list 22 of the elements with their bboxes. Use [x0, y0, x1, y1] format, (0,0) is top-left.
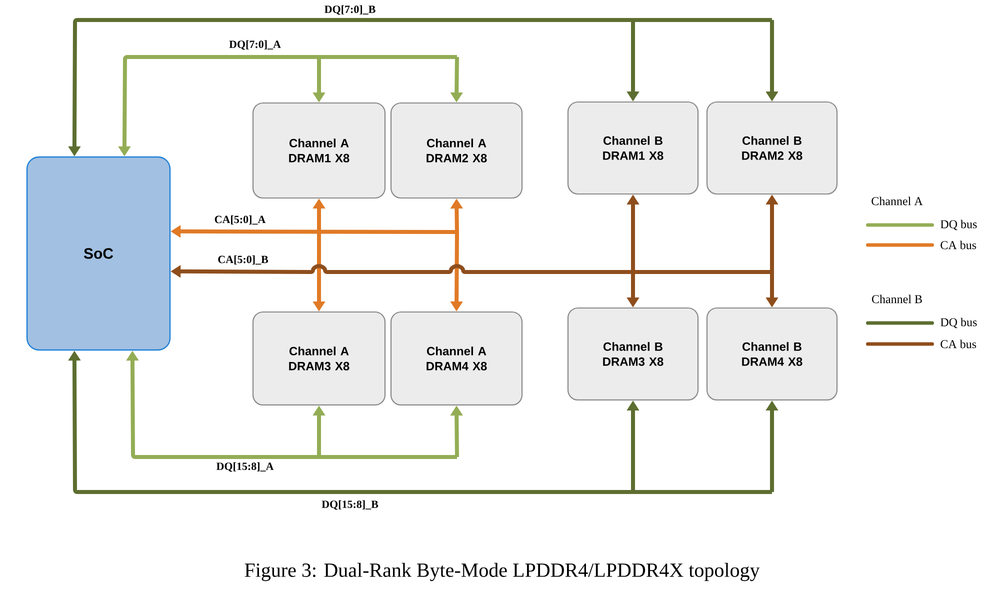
- bus-label: DQ[7:0]_B: [323, 4, 377, 16]
- legend-label: CA bus: [940, 240, 976, 250]
- bus-label: DQ[7:0]_A: [228, 39, 282, 51]
- dram-box: Channel A DRAM3 X8: [252, 311, 386, 406]
- dram-box: Channel A DRAM2 X8: [390, 102, 523, 199]
- legend-heading: Channel B: [872, 294, 922, 304]
- dram-box: Channel B DRAM2 X8: [706, 101, 838, 195]
- legend-label: DQ bus: [940, 220, 977, 230]
- legend-heading: Channel A: [872, 196, 923, 206]
- dram-box: Channel A DRAM1 X8: [252, 102, 386, 199]
- figure-caption: Figure 3: Dual-Rank Byte-Mode LPDDR4/LPDDR4X topology: [244, 562, 760, 582]
- bus-label: CA[5:0]_B: [216, 254, 270, 266]
- dram-box: Channel B DRAM3 X8: [567, 307, 699, 401]
- bus-label: CA[5:0]_A: [213, 214, 267, 226]
- dram-box: Channel B DRAM4 X8: [706, 307, 838, 401]
- dram-box: Channel A DRAM4 X8: [390, 311, 523, 406]
- bus-label: DQ[15:8]_A: [215, 461, 275, 473]
- dram-box: Channel B DRAM1 X8: [567, 101, 699, 195]
- bus-label: DQ[15:8]_B: [320, 499, 380, 511]
- legend-label: CA bus: [940, 340, 976, 348]
- legend-label: DQ bus: [940, 318, 977, 328]
- soc-box: SoC: [26, 156, 171, 351]
